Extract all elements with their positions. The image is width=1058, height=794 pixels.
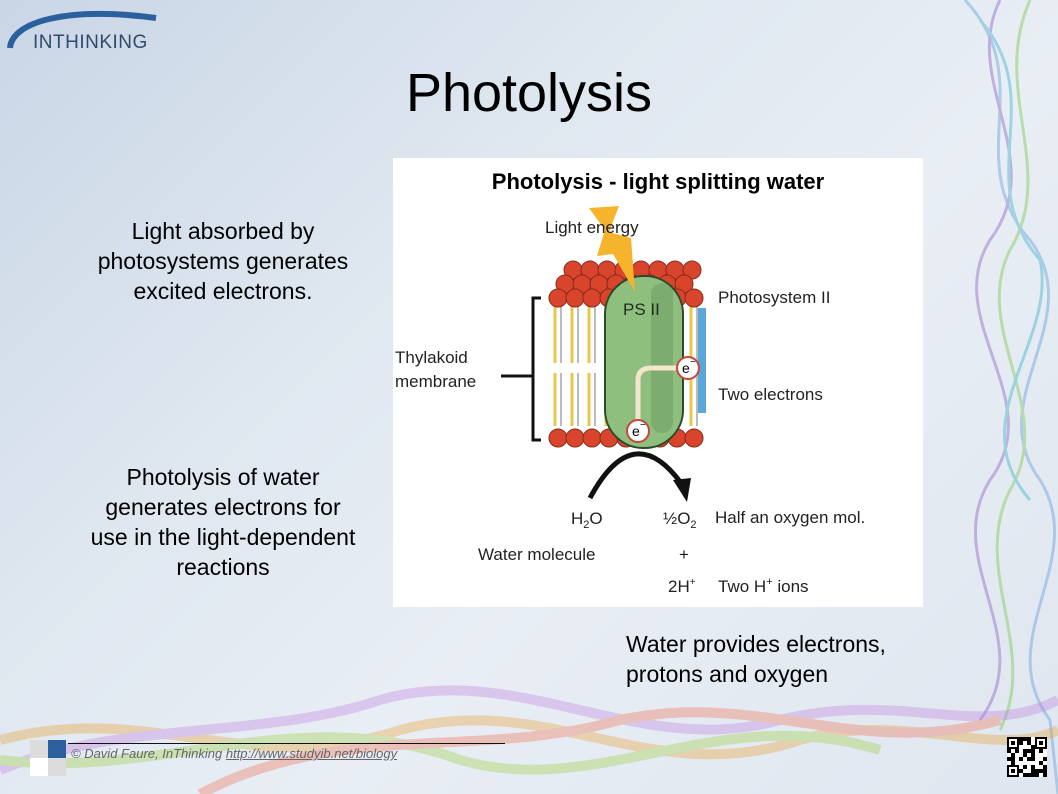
membrane-bracket	[501, 296, 541, 442]
logo-text: INTHINKING	[33, 32, 148, 53]
electron-top: e −	[676, 356, 700, 380]
electron-symbol: e	[632, 423, 640, 439]
text-photolysis-water: Photolysis of water generates electrons …	[58, 462, 388, 582]
slide-title: Photolysis	[405, 63, 653, 123]
ps2-label: PS II	[623, 300, 660, 319]
arrowhead-icon	[673, 478, 691, 502]
two-h-ions-label: Two H+ ions	[718, 576, 809, 596]
photolysis-diagram: Photolysis - light splitting water Light…	[393, 158, 923, 607]
diagram-title: Photolysis - light splitting water	[492, 169, 825, 194]
inthinking-logo	[6, 4, 166, 56]
ps2-shading	[651, 283, 673, 433]
lightning-icon	[589, 206, 635, 292]
text-line: Water provides electrons,	[626, 631, 886, 657]
text-line: generates electrons for	[105, 494, 341, 520]
reaction-arrow	[587, 451, 684, 500]
half-o2-formula: ½O2	[663, 509, 697, 531]
text-line: use in the light-dependent	[90, 524, 356, 550]
text-water-provides: Water provides electrons, protons and ox…	[626, 629, 986, 689]
photosystem-ii-label: Photosystem II	[718, 288, 830, 307]
thylakoid-label: Thylakoid	[395, 348, 468, 367]
text-line: protons and oxygen	[626, 661, 829, 687]
light-energy-label: Light energy	[545, 218, 639, 237]
text-line: excited electrons.	[133, 278, 313, 304]
text-light-absorbed: Light absorbed by photosystems generates…	[58, 216, 388, 306]
2h-formula: 2H+	[668, 577, 696, 596]
text-line: photosystems generates	[97, 248, 349, 274]
electron-bottom: e −	[626, 419, 650, 443]
membrane-label: membrane	[395, 372, 476, 391]
copyright-text: © David Faure, InThinking	[71, 746, 226, 761]
text-line: Light absorbed by	[131, 218, 315, 244]
electron-symbol: e	[682, 360, 690, 376]
electron-charge: −	[640, 420, 646, 431]
text-line: reactions	[176, 554, 270, 580]
neighbor-protein	[698, 308, 706, 413]
plus-sign: +	[679, 545, 689, 564]
footer-logo-squares	[30, 740, 66, 776]
h2o-formula: H2O	[571, 509, 603, 531]
two-electrons-label: Two electrons	[718, 385, 823, 404]
qr-code	[1007, 737, 1047, 777]
water-molecule-label: Water molecule	[478, 545, 595, 564]
footer-divider	[68, 743, 505, 744]
electron-charge: −	[690, 357, 696, 368]
studyib-link[interactable]: http://www.studyib.net/biology	[225, 746, 398, 761]
footer-credit: © David Faure, InThinking http://www.stu…	[71, 746, 397, 761]
text-line: Photolysis of water	[126, 464, 320, 490]
electron-path	[635, 365, 678, 420]
half-oxygen-label: Half an oxygen mol.	[715, 508, 865, 527]
